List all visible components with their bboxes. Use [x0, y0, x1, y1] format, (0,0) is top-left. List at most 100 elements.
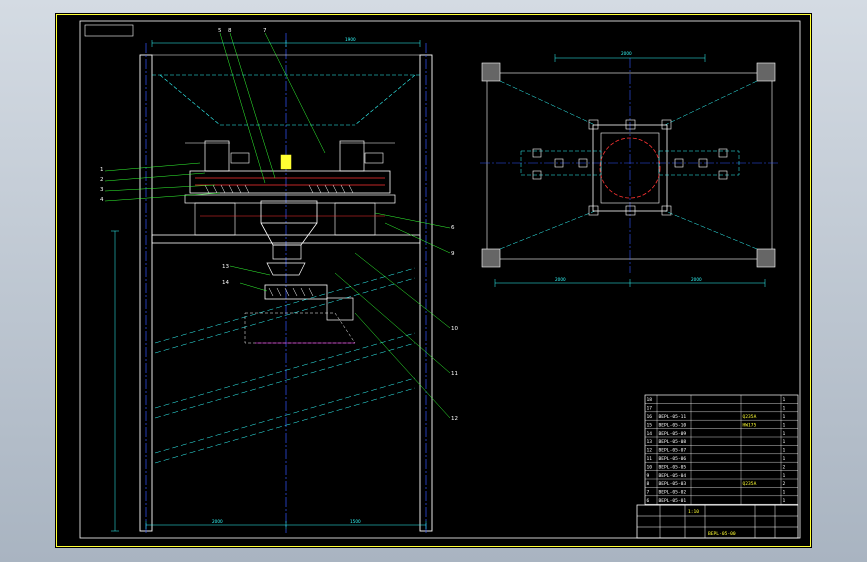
inclined-belt-upper: [154, 267, 416, 354]
bom-cell-no: 8: [647, 481, 650, 487]
discharge-neck: [272, 244, 302, 260]
bom-cell-qty: 1: [783, 422, 786, 428]
bom-cell-qty: 1: [783, 439, 786, 445]
support-frame: [184, 194, 396, 204]
chute: [244, 312, 356, 344]
bom-cell-no: 13: [647, 439, 653, 445]
bom-cell-material: Q235A: [743, 414, 757, 420]
corner-pier-br: [756, 248, 776, 268]
part-label-4: 4: [100, 197, 104, 203]
plan-bottom-dim: [494, 279, 766, 287]
dim-front-bottom-right: 1500: [350, 519, 361, 524]
left-feed-box: [204, 140, 230, 172]
bom-cell-no: 10: [647, 464, 653, 470]
mixer-blades: [204, 184, 354, 194]
left-leaders: [104, 162, 221, 202]
corner-pier-tr: [756, 62, 776, 82]
bom-cell-no: 9: [647, 473, 650, 479]
inclined-belt-mid: [154, 332, 416, 419]
bom-cell-code: BEPL-05-10: [659, 422, 687, 428]
bom-cell-code: BEPL-05-08: [659, 439, 687, 445]
part-label-11: 11: [451, 371, 458, 377]
bottom-dim-line: [145, 521, 427, 529]
part-label-3: 3: [100, 187, 104, 193]
bom-cell-code: BEPL-05-09: [659, 431, 687, 437]
weigh-cone: [260, 222, 318, 246]
bom-cell-qty: 1: [783, 498, 786, 504]
bom-cell-qty: 1: [783, 431, 786, 437]
bom-cell-no: 15: [647, 422, 653, 428]
corner-pier-bl: [481, 248, 501, 268]
top-dim-line: [151, 40, 421, 47]
bom-cell-code: BEPL-05-01: [659, 498, 687, 504]
screw-flights: [268, 287, 314, 297]
inclined-belt-lower: [154, 377, 416, 464]
part-label-7: 7: [263, 28, 267, 34]
title-scale: 1:10: [688, 509, 699, 515]
mixer-table: [189, 170, 391, 194]
bom-cell-qty: 1: [783, 406, 786, 412]
dim-plan-bottom-left: 2000: [555, 277, 566, 282]
drive-box: [326, 297, 354, 321]
part-label-14: 14: [222, 280, 229, 286]
bom-cell-code: BEPL-05-02: [659, 490, 687, 496]
part-label-10: 10: [451, 326, 458, 332]
drawing-frame: [79, 20, 801, 539]
right-motor: [364, 152, 384, 164]
part-label-1: 1: [100, 167, 104, 173]
dim-front-bottom-left: 2000: [212, 519, 223, 524]
plan-right-wing: [658, 150, 740, 176]
part-label-9: 9: [451, 251, 455, 257]
dim-plan-bottom-right: 2000: [691, 277, 702, 282]
plan-core-frame: [592, 124, 668, 212]
bom-cell-qty: 1: [783, 473, 786, 479]
part-label-8: 8: [228, 28, 232, 34]
discharge-valve: [266, 262, 306, 276]
center-leaders: [229, 265, 271, 292]
title-drawing-no: BEPL-05-00: [708, 531, 736, 537]
plan-boundary: [486, 72, 773, 260]
bom-cell-code: BEPL-05-05: [659, 464, 687, 470]
right-feed-box: [339, 140, 365, 172]
left-motor: [230, 152, 250, 164]
left-bracket: [194, 202, 236, 236]
bom-cell-qty: 1: [783, 448, 786, 454]
plan-top-dim: [554, 54, 706, 62]
part-label-13: 13: [222, 264, 229, 270]
bom-cell-no: 17: [647, 406, 653, 412]
bom-cell-code: BEPL-05-06: [659, 456, 687, 462]
bom-cell-no: 14: [647, 431, 653, 437]
bom-cell-code: BEPL-05-07: [659, 448, 687, 454]
cad-viewport[interactable]: 1 2 3 4 5 6 7 8 9 10 11 12 13 14 1900 20…: [55, 13, 812, 548]
bom-cell-no: 12: [647, 448, 653, 454]
outer-border: [56, 14, 811, 547]
title-block-border: [636, 504, 799, 539]
corner-stamp-box: [84, 24, 134, 37]
mixer-paddles: [195, 177, 385, 186]
screw-conveyor: [264, 284, 328, 300]
center-marker: [280, 154, 292, 170]
part-label-5: 5: [218, 28, 222, 34]
right-bracket: [334, 202, 376, 236]
bom-cell-qty: 1: [783, 397, 786, 403]
bom-cell-code: BEPL-05-04: [659, 473, 687, 479]
bom-cell-no: 18: [647, 397, 653, 403]
weigh-hopper: [260, 200, 318, 224]
bom-cell-material: HW175: [743, 422, 757, 428]
part-label-6: 6: [451, 225, 455, 231]
title-block-grid: [637, 505, 798, 538]
dim-front-top: 1900: [345, 37, 356, 42]
bom-cell-qty: 1: [783, 490, 786, 496]
bom-cell-code: BEPL-05-03: [659, 481, 687, 487]
bom-cell-no: 6: [647, 498, 650, 504]
front-elevation-view: 1 2 3 4 5 6 7 8 9 10 11 12 13 14 1900 20…: [100, 28, 458, 533]
corner-pier-tl: [481, 62, 501, 82]
top-leaders: [219, 32, 326, 184]
bom-cell-no: 11: [647, 456, 653, 462]
part-label-12: 12: [451, 416, 458, 422]
bom-cell-code: BEPL-05-11: [659, 414, 687, 420]
plan-left-wing: [520, 150, 602, 176]
plan-view: 2000 2000 2000: [480, 51, 780, 287]
dim-plan-top: 2000: [621, 51, 632, 56]
